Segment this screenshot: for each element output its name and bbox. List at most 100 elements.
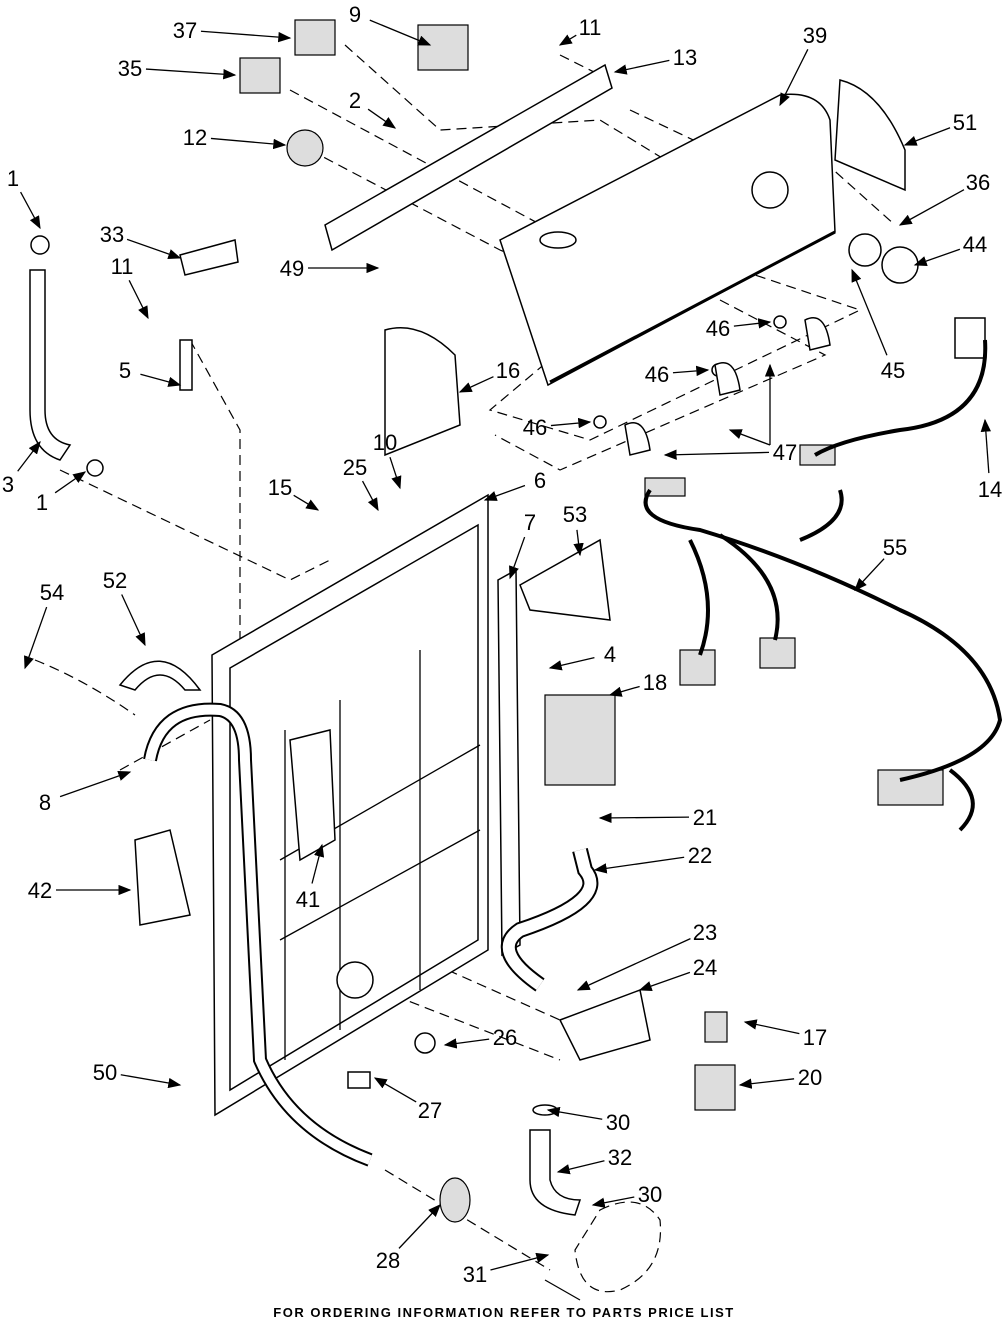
leader-arrow bbox=[548, 1110, 602, 1119]
callout-label-1: 1 bbox=[7, 166, 19, 191]
leader-arrow bbox=[915, 249, 960, 265]
callout-label-11: 11 bbox=[579, 15, 602, 40]
callout-label-13: 13 bbox=[673, 45, 697, 70]
leader-arrow bbox=[129, 280, 148, 318]
callout-label-46: 46 bbox=[523, 415, 547, 440]
leader-arrow bbox=[140, 374, 180, 385]
leader-arrow bbox=[900, 190, 964, 225]
callout-label-10: 10 bbox=[373, 430, 397, 455]
footer-note: FOR ORDERING INFORMATION REFER TO PARTS … bbox=[0, 1305, 1008, 1320]
callout-label-54: 54 bbox=[40, 580, 64, 605]
callout-label-2: 2 bbox=[349, 88, 361, 113]
callout-label-45: 45 bbox=[881, 358, 905, 383]
callout-label-26: 26 bbox=[493, 1025, 517, 1050]
inlet-hose bbox=[509, 850, 591, 985]
leader-arrow bbox=[363, 481, 378, 510]
callout-label-44: 44 bbox=[963, 232, 987, 257]
callout-label-30: 30 bbox=[638, 1182, 662, 1207]
leader-arrow bbox=[460, 377, 493, 392]
leader-arrow bbox=[60, 772, 130, 797]
callout-label-6: 6 bbox=[534, 468, 546, 493]
leader-arrow bbox=[121, 1075, 180, 1085]
callout-label-46: 46 bbox=[706, 316, 730, 341]
leader-arrow bbox=[211, 138, 285, 145]
leader-arrow bbox=[21, 192, 40, 228]
leader-arrow bbox=[551, 422, 590, 426]
callout-label-7: 7 bbox=[524, 510, 536, 535]
leader-arrow bbox=[485, 485, 525, 500]
callout-label-36: 36 bbox=[966, 170, 990, 195]
leader-arrow bbox=[127, 239, 180, 258]
leader-arrow bbox=[390, 457, 400, 488]
leader-arrow bbox=[558, 1161, 604, 1172]
leader-arrow bbox=[577, 530, 580, 555]
leader-arrow bbox=[665, 452, 769, 455]
leader-arrow bbox=[375, 1078, 416, 1102]
callout-label-46: 46 bbox=[645, 362, 669, 387]
callout-label-30: 30 bbox=[606, 1110, 630, 1135]
leader-arrow bbox=[122, 595, 145, 645]
leader-arrow bbox=[610, 686, 640, 695]
callout-label-50: 50 bbox=[93, 1060, 117, 1085]
callout-label-28: 28 bbox=[376, 1248, 400, 1273]
console-panel bbox=[500, 94, 835, 385]
callout-label-12: 12 bbox=[183, 125, 207, 150]
callout-label-17: 17 bbox=[803, 1025, 827, 1050]
leader-arrow bbox=[368, 109, 395, 128]
callout-label-16: 16 bbox=[496, 358, 520, 383]
leader-arrow bbox=[593, 1197, 634, 1205]
callout-label-49: 49 bbox=[280, 256, 304, 281]
callout-label-35: 35 bbox=[118, 56, 142, 81]
leader-arrow bbox=[490, 1255, 548, 1270]
callout-label-14: 14 bbox=[978, 477, 1002, 502]
callout-label-53: 53 bbox=[563, 502, 587, 527]
leader-arrow bbox=[600, 817, 689, 818]
callout-label-31: 31 bbox=[463, 1262, 487, 1287]
callout-label-52: 52 bbox=[103, 568, 127, 593]
leader-arrow bbox=[745, 1022, 799, 1034]
callout-label-18: 18 bbox=[643, 670, 667, 695]
callout-label-32: 32 bbox=[608, 1145, 632, 1170]
leader-arrow bbox=[595, 857, 684, 870]
leader-arrow bbox=[740, 1079, 794, 1085]
callout-label-4: 4 bbox=[604, 642, 616, 667]
side-rail bbox=[498, 570, 520, 955]
callout-label-24: 24 bbox=[693, 955, 717, 980]
callout-label-15: 15 bbox=[268, 475, 292, 500]
callout-label-11: 11 bbox=[111, 254, 134, 279]
callout-label-20: 20 bbox=[798, 1065, 822, 1090]
leader-arrow bbox=[146, 69, 235, 75]
leader-arrow bbox=[640, 972, 690, 990]
leader-arrow bbox=[201, 31, 290, 38]
callout-label-47: 47 bbox=[773, 440, 797, 465]
leader-arrow bbox=[855, 559, 884, 590]
leader-arrow bbox=[560, 35, 576, 45]
callout-label-22: 22 bbox=[688, 843, 712, 868]
leader-arrow bbox=[673, 370, 708, 373]
callout-label-39: 39 bbox=[803, 23, 827, 48]
callout-label-3: 3 bbox=[2, 472, 14, 497]
wire-harness bbox=[646, 340, 1000, 830]
callout-label-33: 33 bbox=[100, 222, 124, 247]
leader-arrow bbox=[510, 537, 525, 578]
callout-label-25: 25 bbox=[343, 455, 367, 480]
leader-arrow bbox=[578, 939, 690, 990]
leader-arrow bbox=[25, 607, 47, 668]
leader-arrow bbox=[985, 420, 989, 473]
callout-label-51: 51 bbox=[953, 110, 977, 135]
callout-label-42: 42 bbox=[28, 878, 52, 903]
leader-arrow bbox=[734, 322, 770, 326]
leader-arrow bbox=[445, 1039, 489, 1045]
leader-arrow bbox=[18, 442, 40, 471]
callout-label-41: 41 bbox=[296, 887, 320, 912]
leader-arrow bbox=[550, 658, 594, 668]
callout-label-27: 27 bbox=[418, 1098, 442, 1123]
leader-arrow bbox=[852, 270, 887, 355]
leader-arrow bbox=[55, 472, 85, 493]
callout-label-21: 21 bbox=[693, 805, 717, 830]
leader-arrow bbox=[730, 430, 770, 445]
callout-label-5: 5 bbox=[119, 358, 131, 383]
leader-arrow bbox=[294, 495, 318, 510]
leader-arrow bbox=[399, 1205, 440, 1248]
callout-label-23: 23 bbox=[693, 920, 717, 945]
